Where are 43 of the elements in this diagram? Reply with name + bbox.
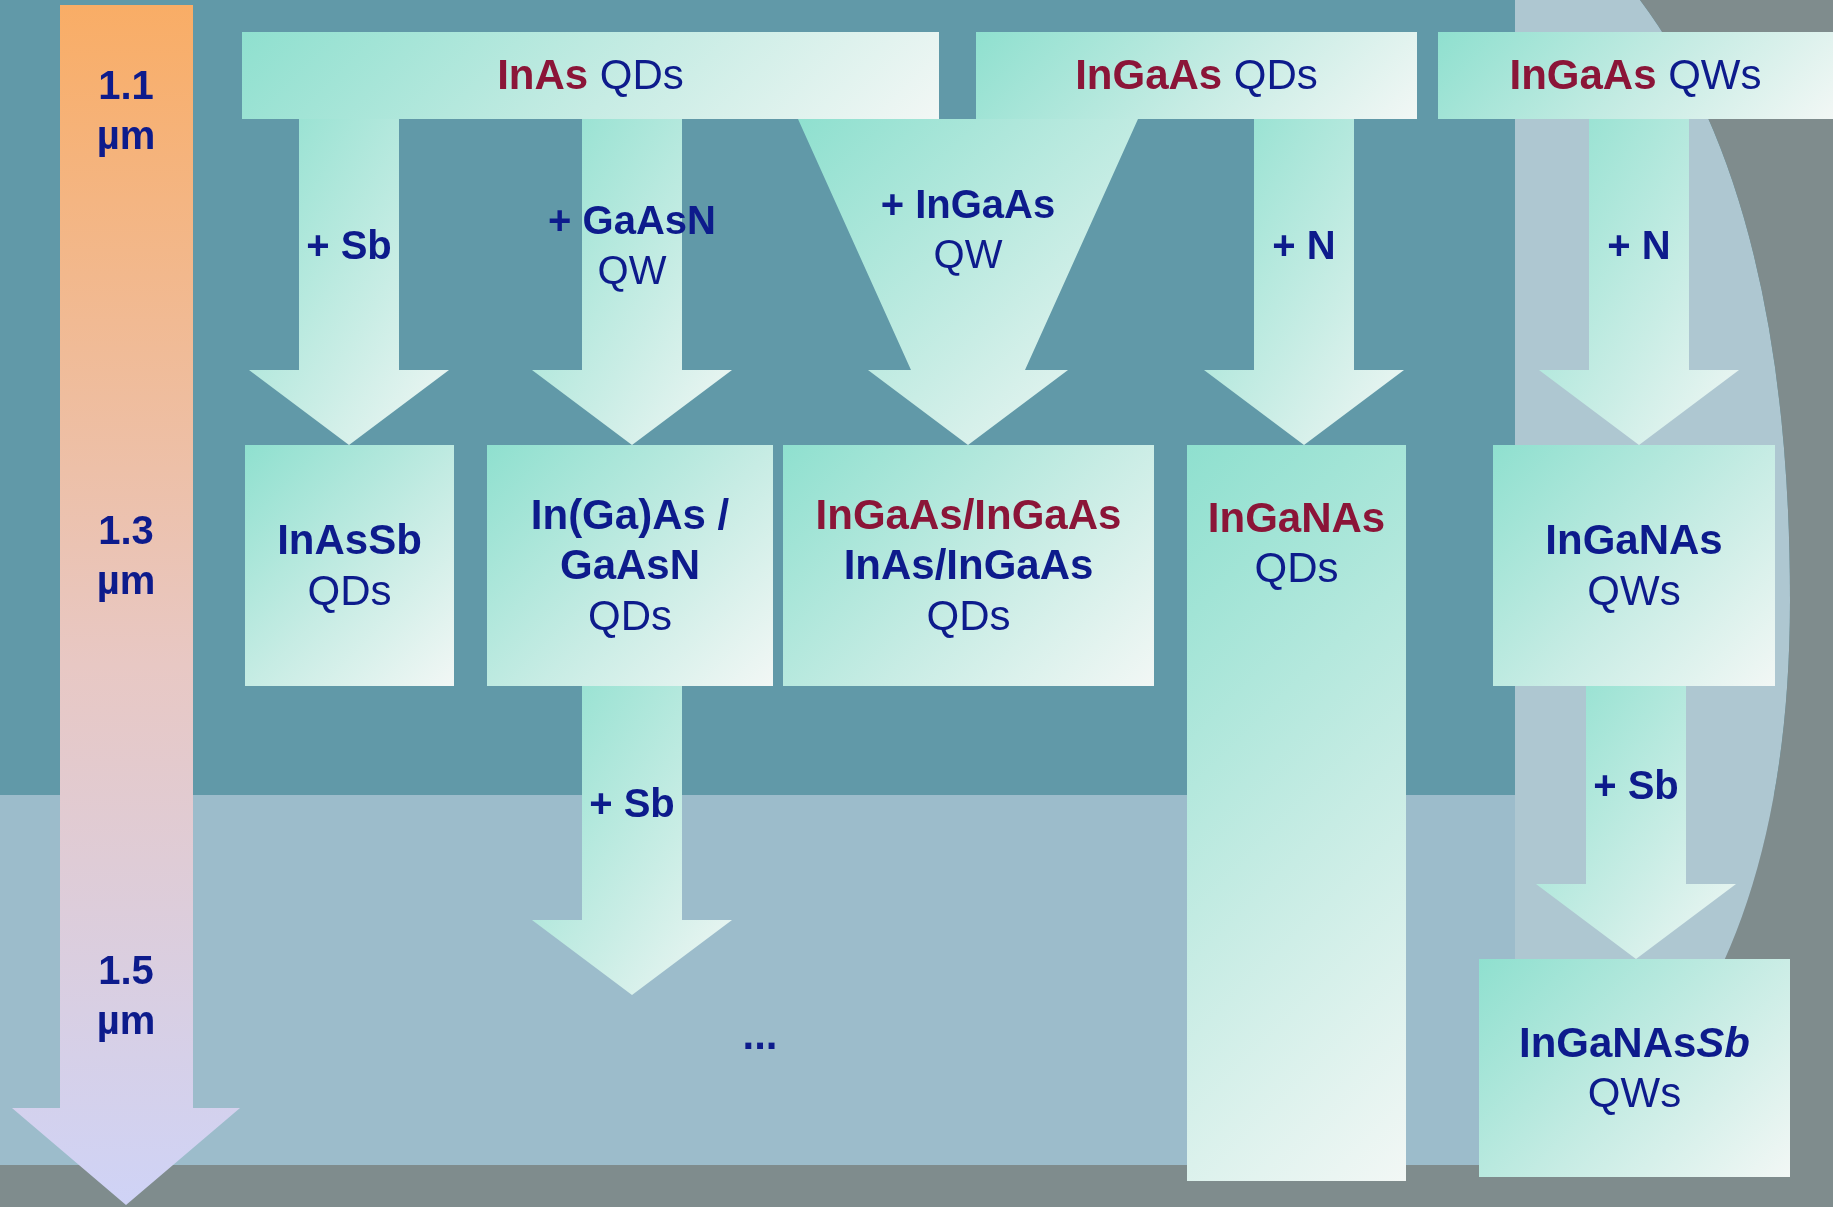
arrow-label: + InGaAs QW xyxy=(879,181,1057,278)
structure-type-text: QWs xyxy=(1587,1068,1682,1118)
material-name: InGaNAs xyxy=(1545,515,1723,566)
material-name: ... xyxy=(742,1009,778,1060)
material-box xyxy=(783,445,1154,686)
arrow-label: + N xyxy=(1606,221,1672,269)
material-name: InAsSb xyxy=(277,515,422,566)
material-name: InAs QDs xyxy=(497,50,684,101)
wavelength-label: 1.5 µm xyxy=(95,947,157,1044)
material-box xyxy=(487,445,773,686)
material-box xyxy=(1479,959,1790,1177)
material-name: InAs/InGaAs xyxy=(843,540,1094,591)
material-box xyxy=(245,445,454,686)
arrow-label: + GaAsN QW xyxy=(547,196,717,294)
arrow-label: + Sb xyxy=(1592,762,1680,809)
material-box xyxy=(1493,445,1775,686)
material-box xyxy=(1187,445,1406,1181)
material-name: In(Ga)As / GaAsN xyxy=(529,489,731,591)
material-name: InGaNAs xyxy=(1207,493,1386,543)
structure-type-text: QDs xyxy=(926,590,1011,641)
material-name: InGaAs/InGaAs xyxy=(815,489,1122,540)
wavelength-label: 1.1 µm xyxy=(95,62,157,159)
structure-type-text: QDs xyxy=(307,565,392,616)
arrow-label: + Sb xyxy=(305,221,393,269)
block-arrow xyxy=(532,686,732,995)
structure-type-text: QDs xyxy=(588,590,672,641)
arrow-label: + N xyxy=(1271,221,1337,269)
block-arrow xyxy=(1539,119,1739,445)
material-name: InGaAs QWs xyxy=(1509,50,1762,101)
material-name: InGaNAsSb xyxy=(1518,1017,1750,1068)
block-arrow xyxy=(1536,686,1736,959)
category-box xyxy=(976,32,1417,119)
arrow-label: + Sb xyxy=(588,780,676,827)
material-name: InGaAs QDs xyxy=(1075,50,1318,101)
block-arrow xyxy=(249,119,449,445)
block-arrow xyxy=(1204,119,1404,445)
structure-type-text: QDs xyxy=(1254,543,1339,594)
category-box xyxy=(1438,32,1833,119)
structure-type-text: QWs xyxy=(1587,565,1681,616)
wavelength-label: 1.3 µm xyxy=(95,507,157,604)
block-arrow xyxy=(532,119,732,445)
category-box xyxy=(242,32,939,119)
block-arrow xyxy=(798,119,1138,445)
